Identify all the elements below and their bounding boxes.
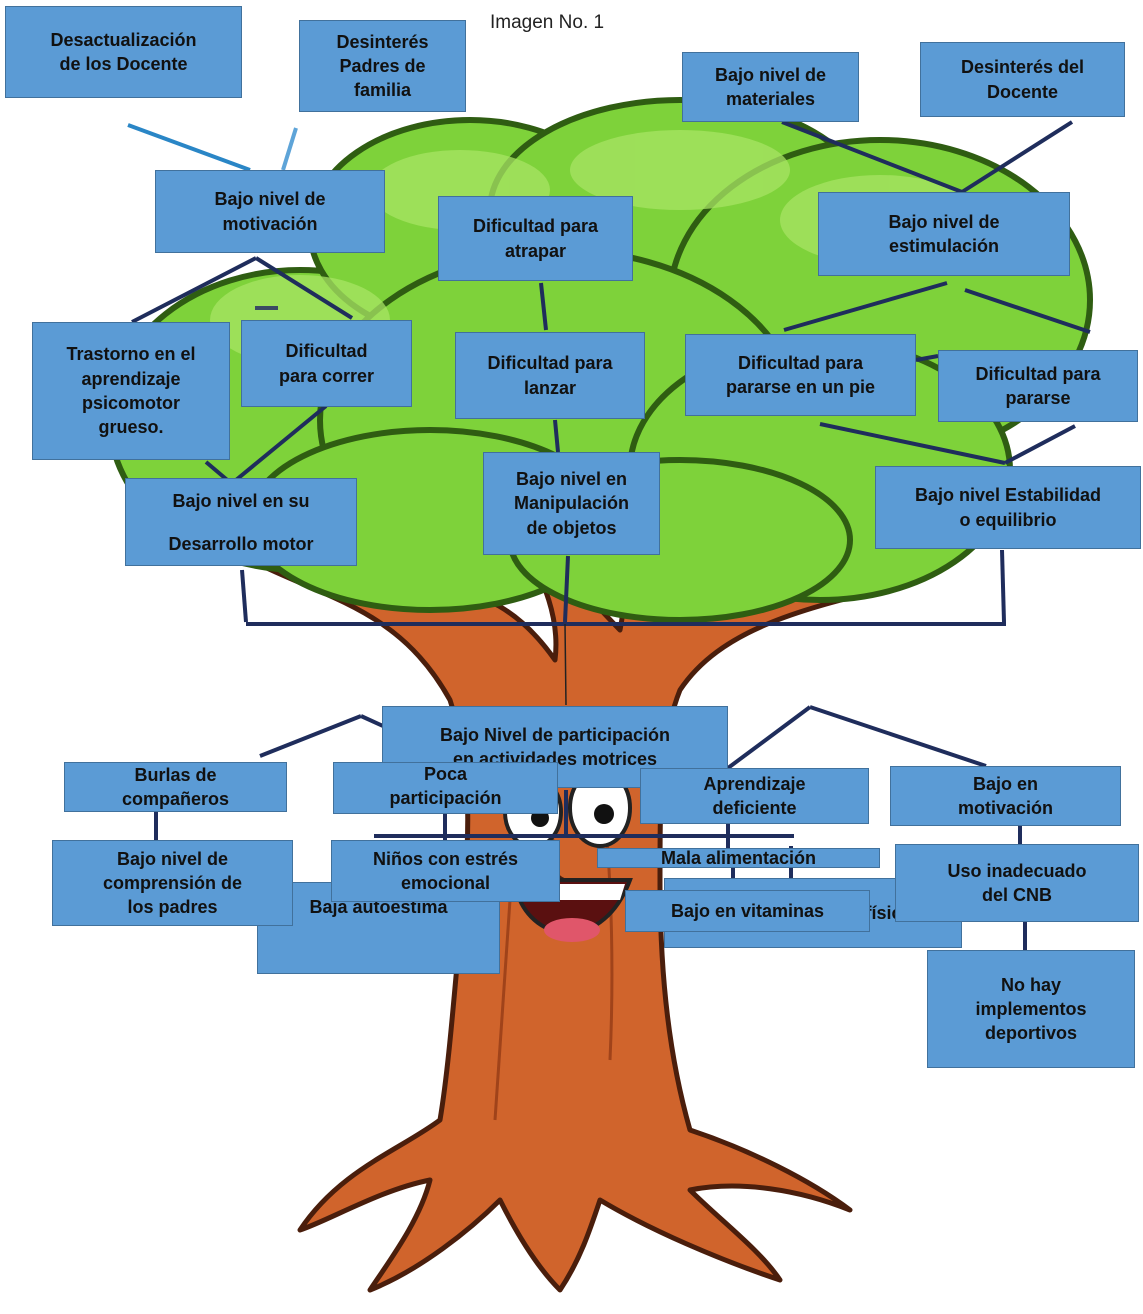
box-dificultad-atrapar: Dificultad para atrapar <box>438 196 633 281</box>
box-dificultad-pararse: Dificultad para pararse <box>938 350 1138 422</box>
box-bajo-desarrollo-motor: Bajo nivel en su Desarrollo motor <box>125 478 357 566</box>
box-bajo-en-motivacion: Bajo en motivación <box>890 766 1121 826</box>
box-desactualizacion-docente: Desactualización de los Docente <box>5 6 242 98</box>
box-poca-participacion: Poca participación <box>333 762 558 814</box>
box-desinteres-docente: Desinterés del Docente <box>920 42 1125 117</box>
box-bajo-nivel-materiales: Bajo nivel de materiales <box>682 52 859 122</box>
box-trastorno-aprendizaje: Trastorno en el aprendizaje psicomotor g… <box>32 322 230 460</box>
box-bajo-comprension-padres: Bajo nivel de comprensión de los padres <box>52 840 293 926</box>
image-caption: Imagen No. 1 <box>490 12 605 33</box>
box-aprendizaje-deficiente: Aprendizaje deficiente <box>640 768 869 824</box>
box-bajo-en-vitaminas: Bajo en vitaminas <box>625 890 870 932</box>
box-dificultad-correr: Dificultad para correr <box>241 320 412 407</box>
box-bajo-manipulacion-objetos: Bajo nivel en Manipulación de objetos <box>483 452 660 555</box>
box-mala-alimentacion: Mala alimentación <box>597 848 880 868</box>
box-dificultad-lanzar: Dificultad para lanzar <box>455 332 645 419</box>
box-bajo-estabilidad-equilibrio: Bajo nivel Estabilidad o equilibrio <box>875 466 1141 549</box>
box-uso-inadecuado-cnb: Uso inadecuado del CNB <box>895 844 1139 922</box>
box-no-hay-implementos: No hay implementos deportivos <box>927 950 1135 1068</box>
box-ninos-estres-emocional: Niños con estrés emocional <box>331 840 560 902</box>
box-dificultad-pararse-pie: Dificultad para pararse en un pie <box>685 334 916 416</box>
connector-lines <box>127 69 1091 950</box>
box-burlas-companeros: Burlas de compañeros <box>64 762 287 812</box>
box-bajo-nivel-motivacion: Bajo nivel de motivación <box>155 170 385 253</box>
box-desinteres-padres: Desinterés Padres de familia <box>299 20 466 112</box>
box-bajo-nivel-estimulacion: Bajo nivel de estimulación <box>818 192 1070 276</box>
